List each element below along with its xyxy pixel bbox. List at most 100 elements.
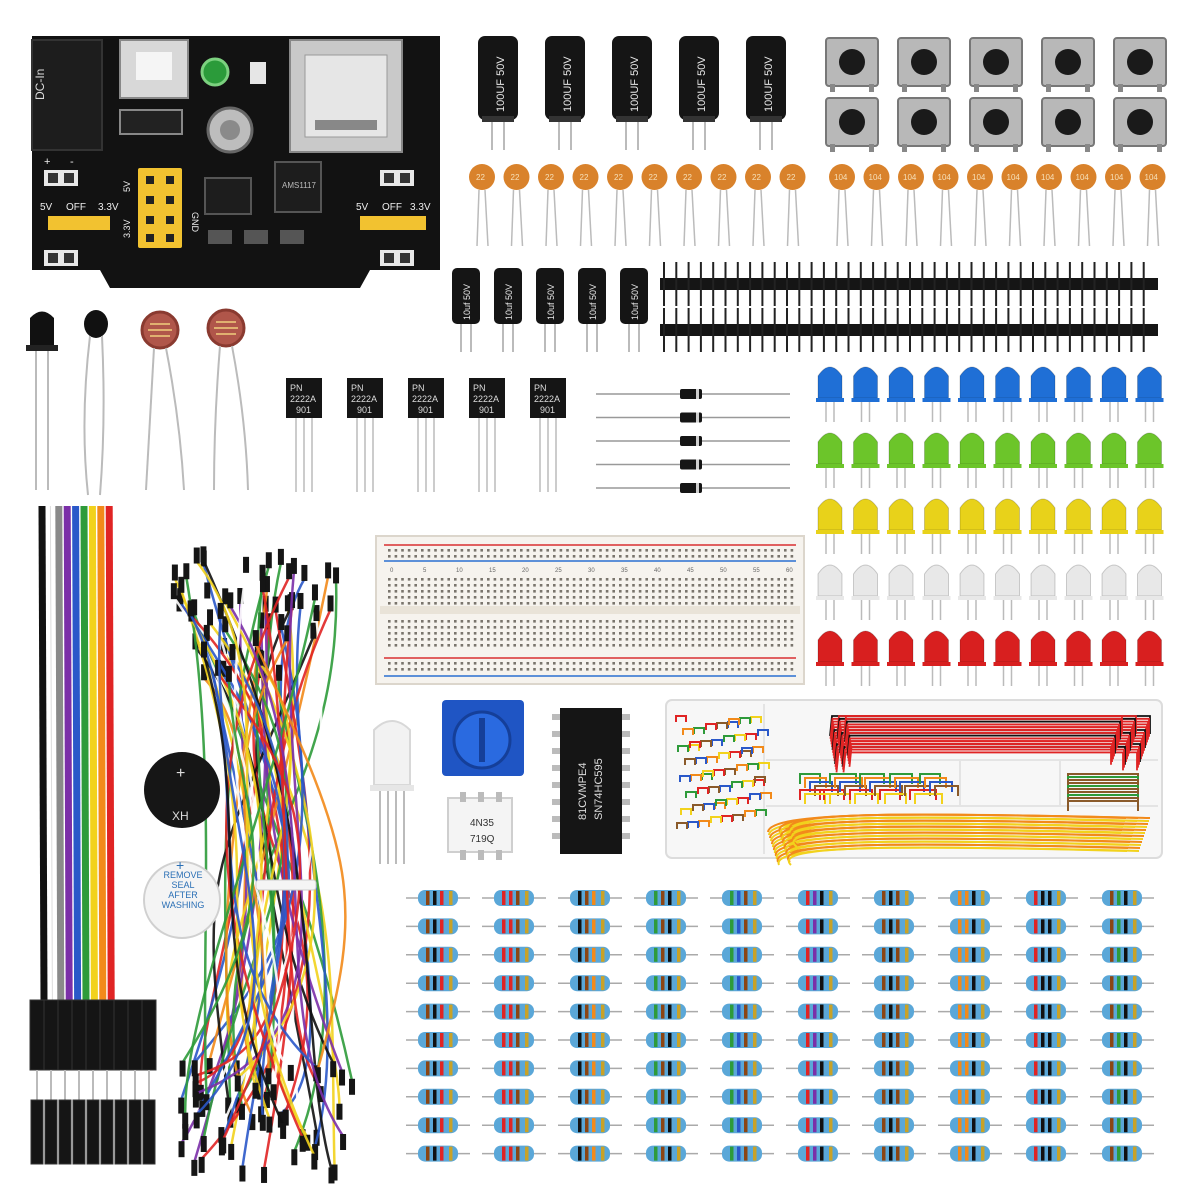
breadboard-hole: [698, 644, 701, 647]
jumper-wire-tip: [237, 588, 244, 605]
jumper-wire-tip: [206, 1058, 213, 1075]
breadboard-hole: [592, 638, 596, 641]
breadboard-hole: [724, 638, 728, 641]
breadboard-hole: [770, 602, 774, 605]
resistor: [710, 918, 774, 935]
breadboard-hole: [572, 596, 576, 599]
resistor: [634, 1088, 698, 1105]
transistor-line1: PN: [290, 383, 303, 393]
resistor: [634, 1003, 698, 1020]
resistor: [862, 1003, 926, 1020]
led: [993, 630, 1022, 686]
breadboard-hole: [645, 620, 648, 623]
breadboard-hole: [784, 668, 787, 671]
breadboard-hole: [678, 620, 681, 623]
breadboard-hole: [460, 602, 464, 605]
breadboard-hole: [744, 555, 747, 558]
dupont-connector: [128, 1099, 142, 1165]
buzzer-xh-label: XH: [172, 809, 189, 823]
led: [887, 630, 915, 686]
breadboard-hole: [777, 632, 780, 635]
breadboard-hole: [421, 620, 424, 623]
resistor: [406, 1088, 470, 1105]
breadboard-hole: [500, 549, 503, 552]
ceramic-label-22: 22: [683, 173, 692, 182]
breadboard-hole: [698, 590, 701, 593]
breadboard-hole: [632, 590, 635, 593]
jumper-wire-short: [757, 729, 769, 736]
resistor: [710, 1145, 774, 1162]
breadboard-hole: [394, 549, 398, 552]
breadboard-hole: [473, 632, 477, 635]
breadboard-hole: [605, 549, 609, 552]
seal-line-3: AFTER: [168, 890, 198, 900]
jumper-wire-tip: [282, 1109, 289, 1126]
ceramic-capacitor: 22: [538, 164, 564, 247]
breadboard-hole: [731, 644, 734, 647]
breadboard-hole: [784, 596, 787, 599]
resistor: [558, 918, 622, 935]
breadboard-hole: [407, 638, 411, 641]
breadboard-hole: [777, 644, 780, 647]
breadboard-hole: [671, 590, 675, 593]
large-capacitor: 100UF 50V: [679, 36, 719, 150]
jumper-wire-tip: [227, 592, 234, 609]
breadboard-hole: [493, 584, 497, 587]
pin-gnd-label: GND: [190, 212, 200, 233]
breadboard-hole: [592, 668, 596, 671]
breadboard-hole: [770, 590, 774, 593]
jumper-wire-tip: [239, 1165, 246, 1182]
breadboard-hole: [619, 644, 622, 647]
breadboard-hole: [678, 626, 681, 629]
breadboard-hole: [711, 668, 714, 671]
breadboard-hole: [427, 596, 431, 599]
breadboard-hole: [559, 584, 563, 587]
breadboard-hole: [447, 662, 450, 665]
push-button: [825, 97, 879, 152]
breadboard-hole: [460, 626, 464, 629]
jumper-wire-tip: [182, 1124, 189, 1141]
breadboard-hole: [632, 578, 635, 581]
breadboard-hole: [473, 668, 477, 671]
breadboard-hole: [691, 549, 695, 552]
breadboard-hole: [612, 602, 615, 605]
breadboard-hole: [533, 620, 536, 623]
ic-pin: [552, 833, 560, 839]
breadboard-hole: [487, 644, 490, 647]
breadboard-hole: [685, 638, 688, 641]
led: [816, 432, 844, 488]
breadboard-hole: [638, 555, 642, 558]
breadboard-hole: [612, 620, 615, 623]
regulator-right: [274, 161, 322, 213]
breadboard-hole: [388, 644, 391, 647]
breadboard-hole: [599, 644, 602, 647]
jumper-wire-yellow: [783, 831, 1133, 851]
breadboard-hole: [652, 590, 655, 593]
breadboard-hole: [770, 620, 774, 623]
jumper-wire-tip: [297, 592, 304, 609]
breadboard-hole: [520, 555, 523, 558]
resistor: [710, 1088, 774, 1105]
breadboard-hole: [665, 555, 668, 558]
breadboard-hole: [388, 626, 391, 629]
breadboard-hole: [407, 620, 411, 623]
power-led: [200, 57, 230, 87]
dupont-wire: [97, 505, 107, 1001]
breadboard-hole: [546, 584, 549, 587]
jumper-wire-medium: [854, 793, 879, 804]
breadboard-hole: [751, 644, 754, 647]
breadboard-hole: [493, 662, 497, 665]
ceramic-capacitor: 22: [710, 164, 737, 247]
breadboard-hole: [394, 620, 398, 623]
breadboard-hole: [553, 584, 556, 587]
ceramic-capacitor: 22: [503, 164, 530, 247]
breadboard-hole: [632, 632, 635, 635]
breadboard-hole: [526, 602, 530, 605]
resistor: [862, 1032, 926, 1048]
resistor: [482, 946, 546, 963]
breadboard-hole: [645, 632, 648, 635]
resistor: [786, 1003, 850, 1020]
resistor: [558, 1060, 622, 1077]
breadboard-hole: [652, 668, 655, 671]
